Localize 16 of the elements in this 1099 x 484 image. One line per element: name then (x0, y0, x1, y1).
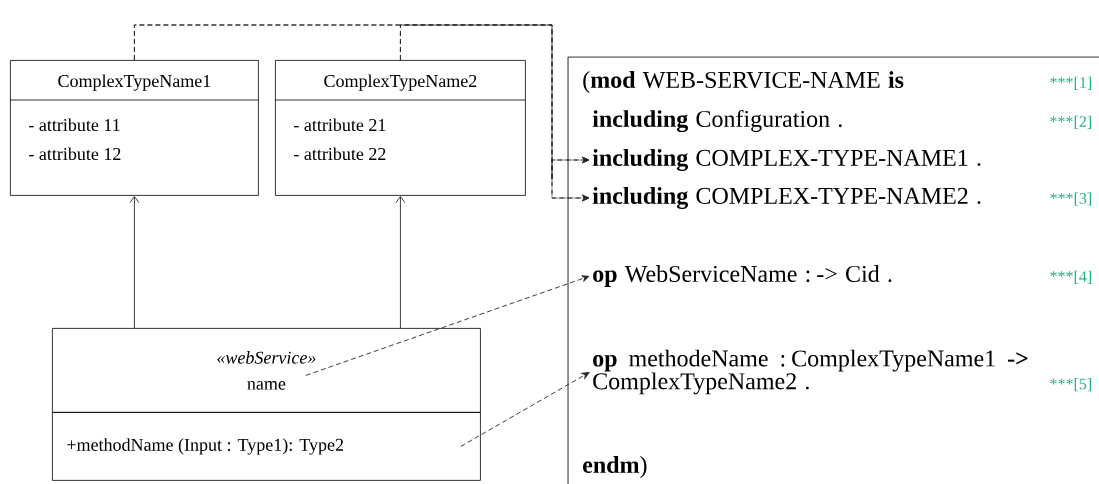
class-box: ComplexTypeName2 - attribute 21 - attribute 22 (274, 60, 526, 196)
class-header-compartment: «webService» name (52, 328, 481, 413)
arrow (395, 196, 406, 329)
class-box: ComplexTypeName1 - attribute 11 - attribute 12 (9, 60, 259, 196)
code-panel (567, 56, 1099, 484)
code-line: including Configuration . ***[2] (592, 109, 1091, 133)
method-compartment: +methodName (Input : Type1): Type2 (52, 412, 481, 481)
code-line: (mod WEB-SERVICE-NAME is ***[1] (583, 71, 1091, 93)
code-line: op WebServiceName : -> Cid . ***[4] (593, 265, 1091, 287)
arrow (129, 196, 140, 329)
code-line: including COMPLEX-TYPE-NAME1 . (592, 149, 981, 171)
dashed-arrow (460, 372, 590, 447)
dashed-arrow (305, 275, 590, 376)
code-line: op methodeName : ComplexTypeName1 -> ComplexTypeName2 . ***[5] (593, 349, 1091, 395)
code-line: endm) (583, 456, 647, 478)
code-line: including COMPLEX-TYPE-NAME2 . ***[3] (592, 187, 1091, 209)
